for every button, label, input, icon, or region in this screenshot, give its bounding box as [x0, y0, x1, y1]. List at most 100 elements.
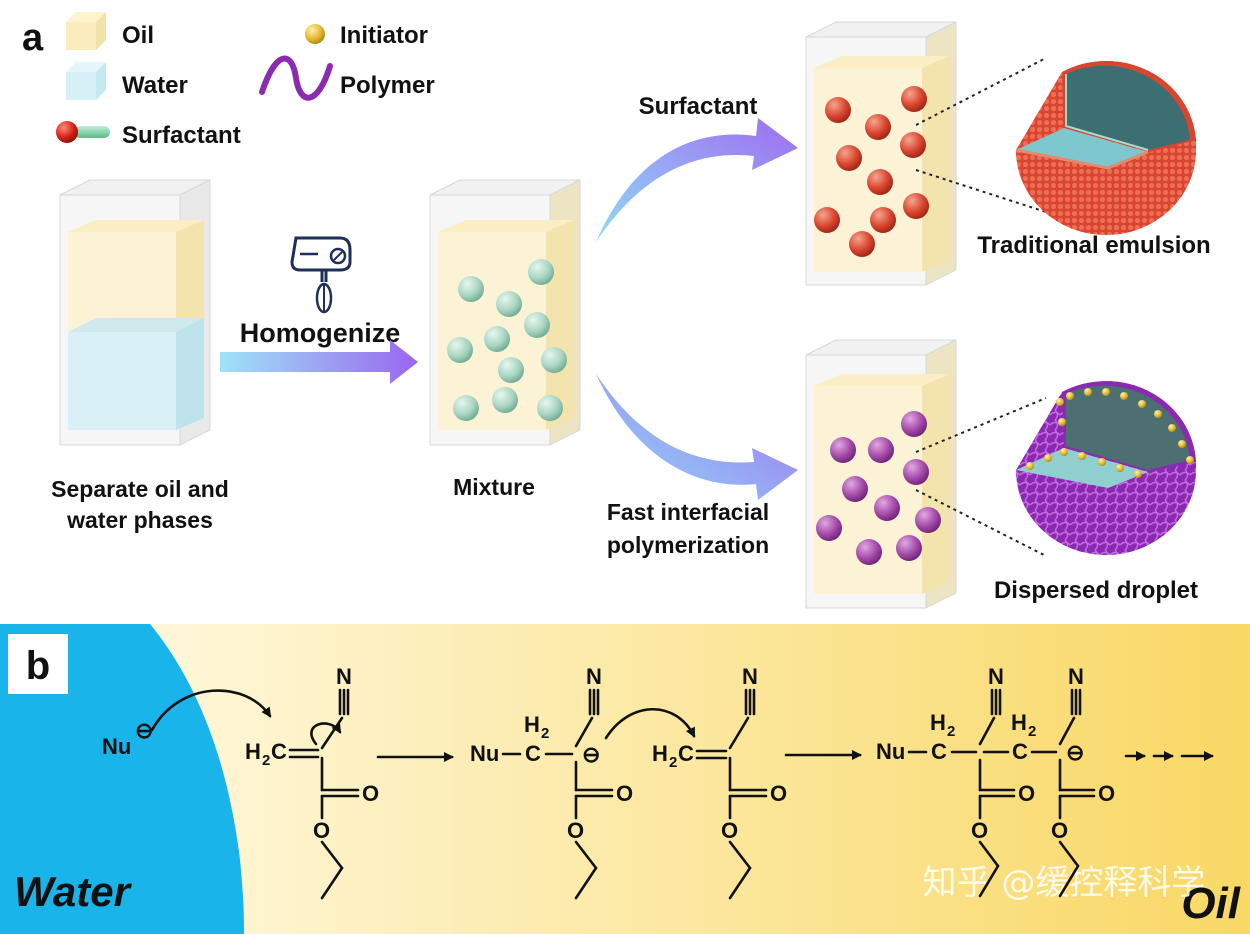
- attack-curved-arrow: [150, 689, 272, 732]
- droplet: [865, 114, 891, 140]
- droplet: [492, 387, 518, 413]
- zoom-line-top-2: [915, 397, 1047, 453]
- droplet: [453, 395, 479, 421]
- droplet: [842, 476, 868, 502]
- droplet: [867, 169, 893, 195]
- atom-h: H: [652, 741, 668, 766]
- legend: Oil Water Surfactant Initiator Polymer: [56, 12, 435, 149]
- panel-a-label: a: [22, 17, 44, 59]
- droplet: [814, 207, 840, 233]
- water-label: Water: [14, 868, 133, 915]
- droplet: [870, 207, 896, 233]
- atom-n: N: [988, 664, 1004, 689]
- legend-polymer-icon: [259, 55, 333, 101]
- droplet: [849, 231, 875, 257]
- atom-o: O: [1018, 781, 1035, 806]
- atom-nu: Nu: [876, 739, 905, 764]
- atom-sub: 2: [541, 725, 549, 742]
- droplet: [541, 347, 567, 373]
- separate-phases-container: [59, 179, 211, 446]
- propagation-curved-arrow: [604, 707, 696, 740]
- panel-b-label: b: [26, 644, 50, 688]
- carbanion-charge: ⊖: [582, 742, 600, 767]
- atom-h: H: [245, 739, 261, 764]
- legend-water-label: Water: [122, 72, 188, 99]
- zoom-line-bottom-2: [915, 489, 1047, 557]
- droplet: [458, 276, 484, 302]
- legend-initiator-label: Initiator: [340, 22, 428, 49]
- atom-c: C: [931, 739, 947, 764]
- droplet: [856, 539, 882, 565]
- droplet: [836, 145, 862, 171]
- atom-o: O: [313, 818, 330, 843]
- carbanion-1: Nu C H 2 N ⊖ O O: [470, 664, 633, 900]
- atom-sub: 2: [669, 754, 677, 771]
- atom-h: H: [524, 712, 540, 737]
- droplet: [830, 437, 856, 463]
- atom-h: H: [930, 710, 946, 735]
- panel-a: a Oil Water Surfactant Initiator: [22, 12, 1211, 609]
- atom-n: N: [742, 664, 758, 689]
- chain-end-charge: ⊖: [1066, 740, 1084, 765]
- droplet: [874, 495, 900, 521]
- emulsion-container: [805, 21, 957, 286]
- droplet: [901, 86, 927, 112]
- fast-interfacial-label: Fast interfacial: [607, 499, 769, 525]
- droplet: [528, 259, 554, 285]
- monomer-1: H 2 C N O O: [245, 664, 379, 900]
- droplet: [825, 97, 851, 123]
- atom-c: C: [678, 741, 694, 766]
- droplet: [537, 395, 563, 421]
- traditional-emulsion-label: Traditional emulsion: [977, 232, 1210, 259]
- droplet: [901, 411, 927, 437]
- mixture-droplets: [447, 259, 567, 421]
- surfactant-arrow-label: Surfactant: [639, 93, 758, 120]
- zoom-line-top: [915, 57, 1047, 126]
- droplet: [900, 132, 926, 158]
- atom-sub: 2: [262, 752, 270, 769]
- surfactant-arrow: [596, 118, 798, 242]
- droplet: [447, 337, 473, 363]
- legend-initiator-icon: [305, 24, 325, 44]
- droplet: [524, 312, 550, 338]
- atom-nu: Nu: [470, 741, 499, 766]
- panel-b-label-box: [8, 634, 68, 694]
- polymerization-label: polymerization: [607, 532, 769, 558]
- water-phase-region: [0, 624, 244, 934]
- legend-oil-cube-icon: [66, 12, 106, 50]
- atom-o: O: [971, 818, 988, 843]
- atom-h: H: [1011, 710, 1027, 735]
- legend-surfactant-label: Surfactant: [122, 122, 241, 149]
- watermark: 知乎 @缓控释科学: [923, 863, 1206, 903]
- zoom-line-bottom: [915, 169, 1047, 213]
- nucleophile-label: Nu: [102, 734, 131, 759]
- dispersed-container: [805, 339, 957, 609]
- atom-o: O: [1098, 781, 1115, 806]
- atom-c: C: [1012, 739, 1028, 764]
- droplet: [915, 507, 941, 533]
- polymerization-arrow: [596, 374, 798, 500]
- atom-n: N: [336, 664, 352, 689]
- dispersed-droplet-cutaway-icon: [1016, 381, 1196, 555]
- legend-water-cube-icon: [66, 62, 106, 100]
- droplet: [498, 357, 524, 383]
- separate-phases-line2: water phases: [66, 507, 213, 533]
- droplet: [816, 515, 842, 541]
- emulsion-droplet-cutaway-icon: [1015, 61, 1196, 235]
- atom-n: N: [586, 664, 602, 689]
- legend-polymer-label: Polymer: [340, 72, 435, 99]
- growing-chain: Nu C H 2 N O O C H 2: [876, 664, 1115, 898]
- homogenize-arrow: [220, 340, 418, 384]
- atom-o: O: [567, 818, 584, 843]
- atom-c: C: [271, 739, 287, 764]
- atom-c: C: [525, 741, 541, 766]
- atom-o: O: [770, 781, 787, 806]
- panel-b: b Water Oil 知乎 @缓控释科学 Nu ⊖ H 2 C N O O: [0, 624, 1250, 934]
- droplet: [903, 459, 929, 485]
- homogenize-label: Homogenize: [240, 318, 401, 348]
- emulsion-droplets: [814, 86, 929, 257]
- atom-o: O: [1051, 818, 1068, 843]
- mixture-label: Mixture: [453, 474, 535, 500]
- atom-o: O: [616, 781, 633, 806]
